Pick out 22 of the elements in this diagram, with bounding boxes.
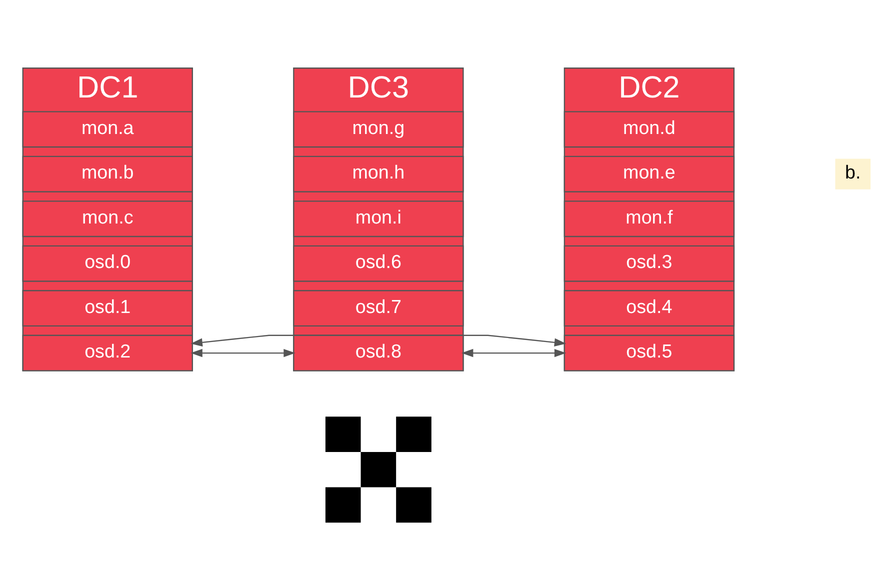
arrow	[461, 348, 566, 357]
node-box: mon.e	[564, 155, 735, 192]
label: b.	[845, 161, 861, 182]
node-box: osd.8	[293, 334, 464, 371]
node-box: osd.4	[564, 290, 735, 326]
arrow	[190, 348, 296, 357]
node-box: mon.c	[22, 200, 193, 237]
node-box: mon.i	[293, 200, 464, 237]
node-box: osd.1	[22, 290, 193, 326]
arrow	[190, 334, 566, 346]
node-box: mon.g	[293, 110, 464, 148]
node-box: osd.5	[564, 334, 735, 371]
node-box: mon.d	[564, 110, 735, 148]
node-box: mon.b	[22, 155, 193, 192]
node-box: osd.0	[22, 244, 193, 282]
node-box: mon.f	[564, 200, 735, 237]
node-box: mon.h	[293, 155, 464, 192]
node-box: osd.6	[293, 244, 464, 282]
node-box: mon.a	[22, 110, 193, 148]
node-box: osd.3	[564, 244, 735, 282]
node-box: osd.7	[293, 290, 464, 326]
node-box: osd.2	[22, 334, 193, 371]
